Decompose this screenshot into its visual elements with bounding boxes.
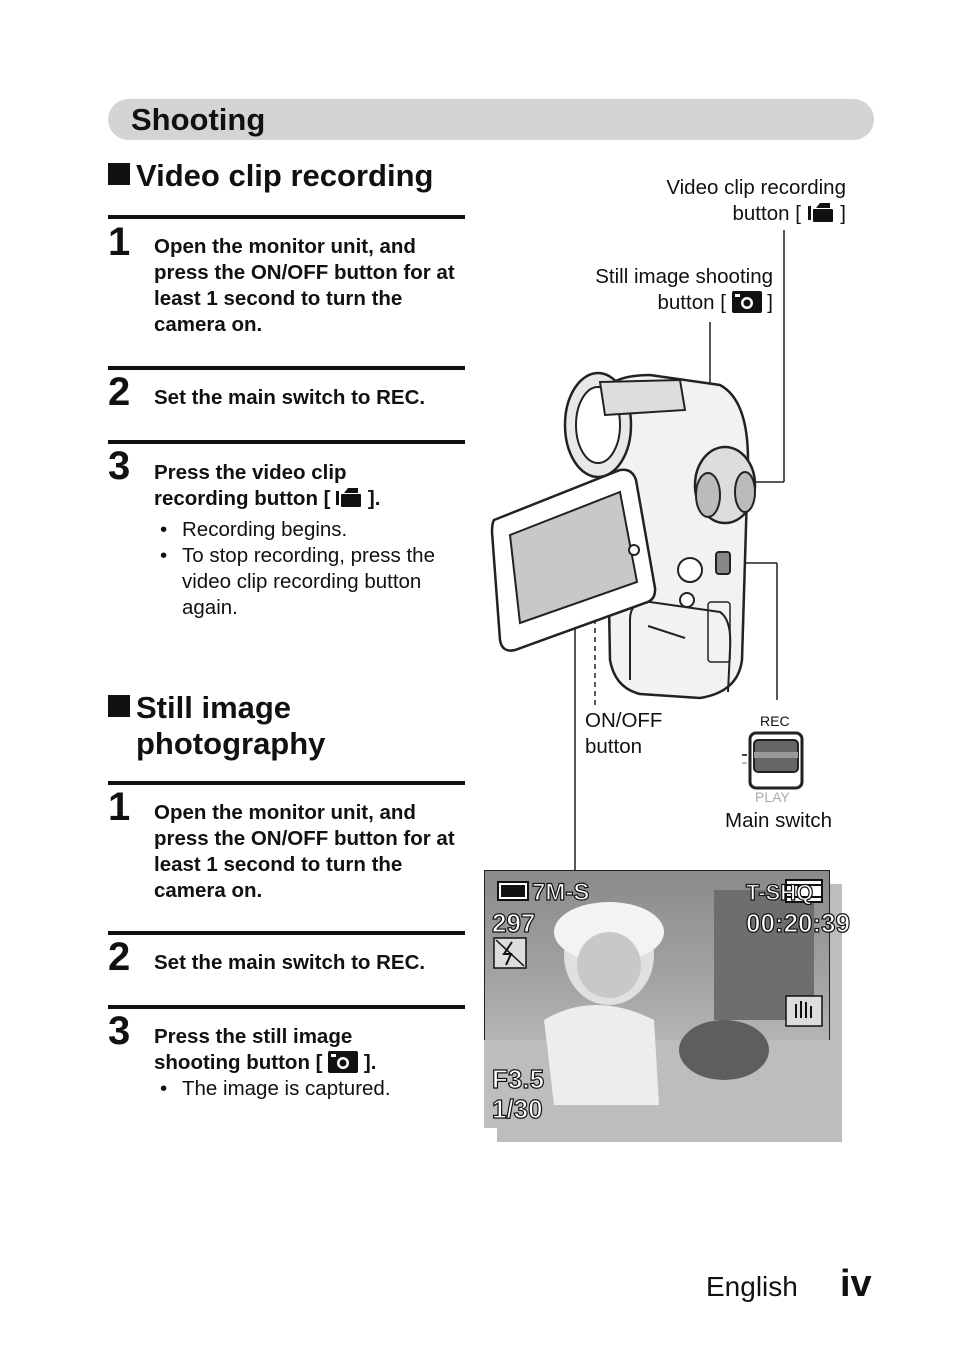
flash-off-icon [493, 937, 527, 969]
still-button-callout: Still image shooting button [ ] [595, 264, 773, 320]
lcd-preview: 7M-S 297 T-SHQ 00:20:39 F3.5 1/30 [484, 870, 851, 1128]
square-bullet-icon [108, 695, 130, 717]
step-text-part: ]. [367, 487, 381, 510]
step-text: Press the still image shooting button [ … [154, 1024, 444, 1080]
video-camera-icon [807, 202, 835, 231]
callout-line: Still image shooting [595, 265, 773, 288]
footer-language: English [706, 1271, 798, 1302]
still-heading-line2: photography [136, 726, 326, 761]
list-item: To stop recording, press the video clip … [160, 543, 460, 621]
step-number: 1 [108, 785, 131, 829]
lcd-aperture: F3.5 [492, 1064, 544, 1094]
step-text: Set the main switch to REC. [154, 951, 426, 974]
video-camera-icon [336, 487, 362, 516]
step-text: Open the monitor unit, and press the ON/… [154, 235, 455, 336]
step-text: Set the main switch to REC. [154, 386, 426, 409]
still-heading-line1: Still image [136, 690, 292, 725]
main-switch-label: Main switch [725, 809, 833, 832]
step-number: 2 [108, 370, 131, 414]
step-text-part: Press the video clip recording button [ [154, 461, 347, 510]
callout-line: button [585, 735, 642, 758]
callout-line: ON/OFF [585, 709, 663, 732]
camera-icon [328, 1051, 359, 1080]
step-text: Open the monitor unit, and press the ON/… [154, 801, 455, 902]
lcd-shots-remaining: 297 [492, 908, 535, 938]
step-number: 1 [108, 220, 131, 264]
lcd-quality: T-SHQ [746, 880, 813, 905]
step-text-part: ]. [363, 1051, 377, 1074]
section-title: Shooting [131, 102, 266, 137]
step-number: 3 [108, 1009, 131, 1053]
video-heading: Video clip recording [108, 158, 433, 194]
lcd-shutter: 1/30 [492, 1094, 543, 1124]
switch-play-label: PLAY [755, 789, 790, 805]
step-divider [108, 440, 465, 444]
step-divider [108, 781, 465, 785]
callout-line: Video clip recording [666, 176, 846, 199]
film-icon [785, 879, 823, 903]
step-text: Press the video clip recording button [ … [154, 460, 444, 516]
still-heading: Still image photography [108, 690, 325, 762]
square-bullet-icon [108, 163, 130, 185]
page-number: iv [840, 1263, 872, 1305]
bullet-list: The image is captured. [160, 1076, 460, 1102]
main-switch-icon [742, 731, 804, 790]
stabilizer-icon [785, 995, 823, 1027]
bullet-list: Recording begins. To stop recording, pre… [160, 517, 460, 621]
list-item: The image is captured. [160, 1076, 460, 1102]
callout-text: button [ [657, 291, 726, 314]
step-divider [108, 215, 465, 219]
step-divider [108, 1005, 465, 1009]
lcd-resolution: 7M-S [532, 879, 589, 906]
callout-line: button [ ] [666, 201, 847, 231]
list-item: Recording begins. [160, 517, 460, 543]
step-number: 2 [108, 935, 131, 979]
camera-illustration [490, 230, 785, 870]
section-bar [108, 99, 874, 140]
switch-rec-label: REC [760, 713, 790, 729]
step-divider [108, 931, 465, 935]
video-heading-text: Video clip recording [136, 158, 434, 193]
callout-line: button [ ] [595, 290, 773, 320]
callout-text: ] [840, 202, 846, 225]
video-button-callout: Video clip recording button [ ] [666, 175, 846, 231]
onoff-callout: ON/OFF button [585, 708, 662, 760]
step-text-part: Press the still image shooting button [ [154, 1025, 353, 1074]
callout-text: ] [767, 291, 773, 314]
step-number: 3 [108, 444, 131, 488]
camera-icon [731, 291, 762, 320]
callout-text: button [ [732, 202, 801, 225]
step-divider [108, 366, 465, 370]
lcd-time-remaining: 00:20:39 [746, 908, 850, 938]
battery-icon [497, 881, 529, 901]
